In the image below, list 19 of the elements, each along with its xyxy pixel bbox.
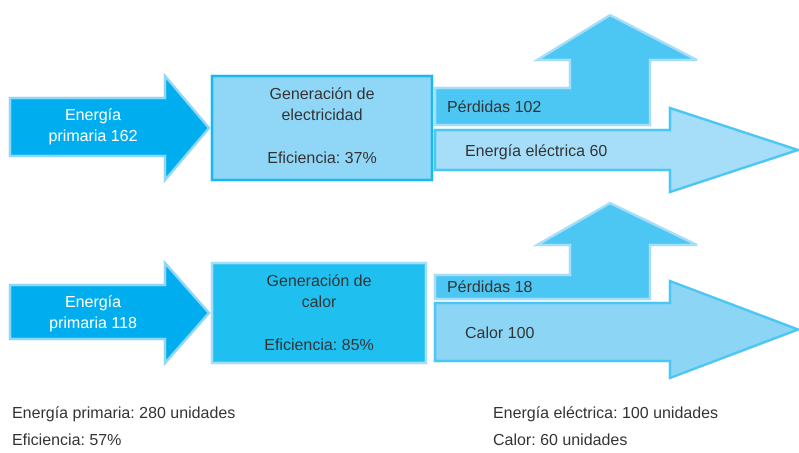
node-title: Generación de electricidad	[268, 85, 376, 126]
process-box	[212, 76, 432, 180]
summary-text: Energía primaria: 280 unidades	[12, 405, 236, 423]
loss-band	[435, 15, 697, 125]
node-title: Energía primaria 162	[48, 106, 138, 147]
summary-text: Eficiencia: 57%	[12, 432, 122, 450]
process-box	[212, 263, 426, 363]
node-title: Generación de calor	[266, 272, 372, 313]
efficiency-text: Eficiencia: 37%	[266, 149, 378, 169]
loss-band	[435, 203, 697, 299]
node-title: Energía primaria 118	[48, 293, 138, 334]
flow-band	[435, 281, 799, 378]
node-title: Calor 100	[465, 324, 536, 344]
node-title: Energía eléctrica 60	[465, 142, 608, 162]
efficiency-text: Eficiencia: 85%	[263, 336, 375, 356]
summary-text: Calor: 60 unidades	[493, 432, 628, 450]
summary-text: Energía eléctrica: 100 unidades	[493, 405, 718, 423]
node-title: Pérdidas 102	[447, 98, 542, 118]
node-title: Pérdidas 18	[447, 278, 534, 298]
